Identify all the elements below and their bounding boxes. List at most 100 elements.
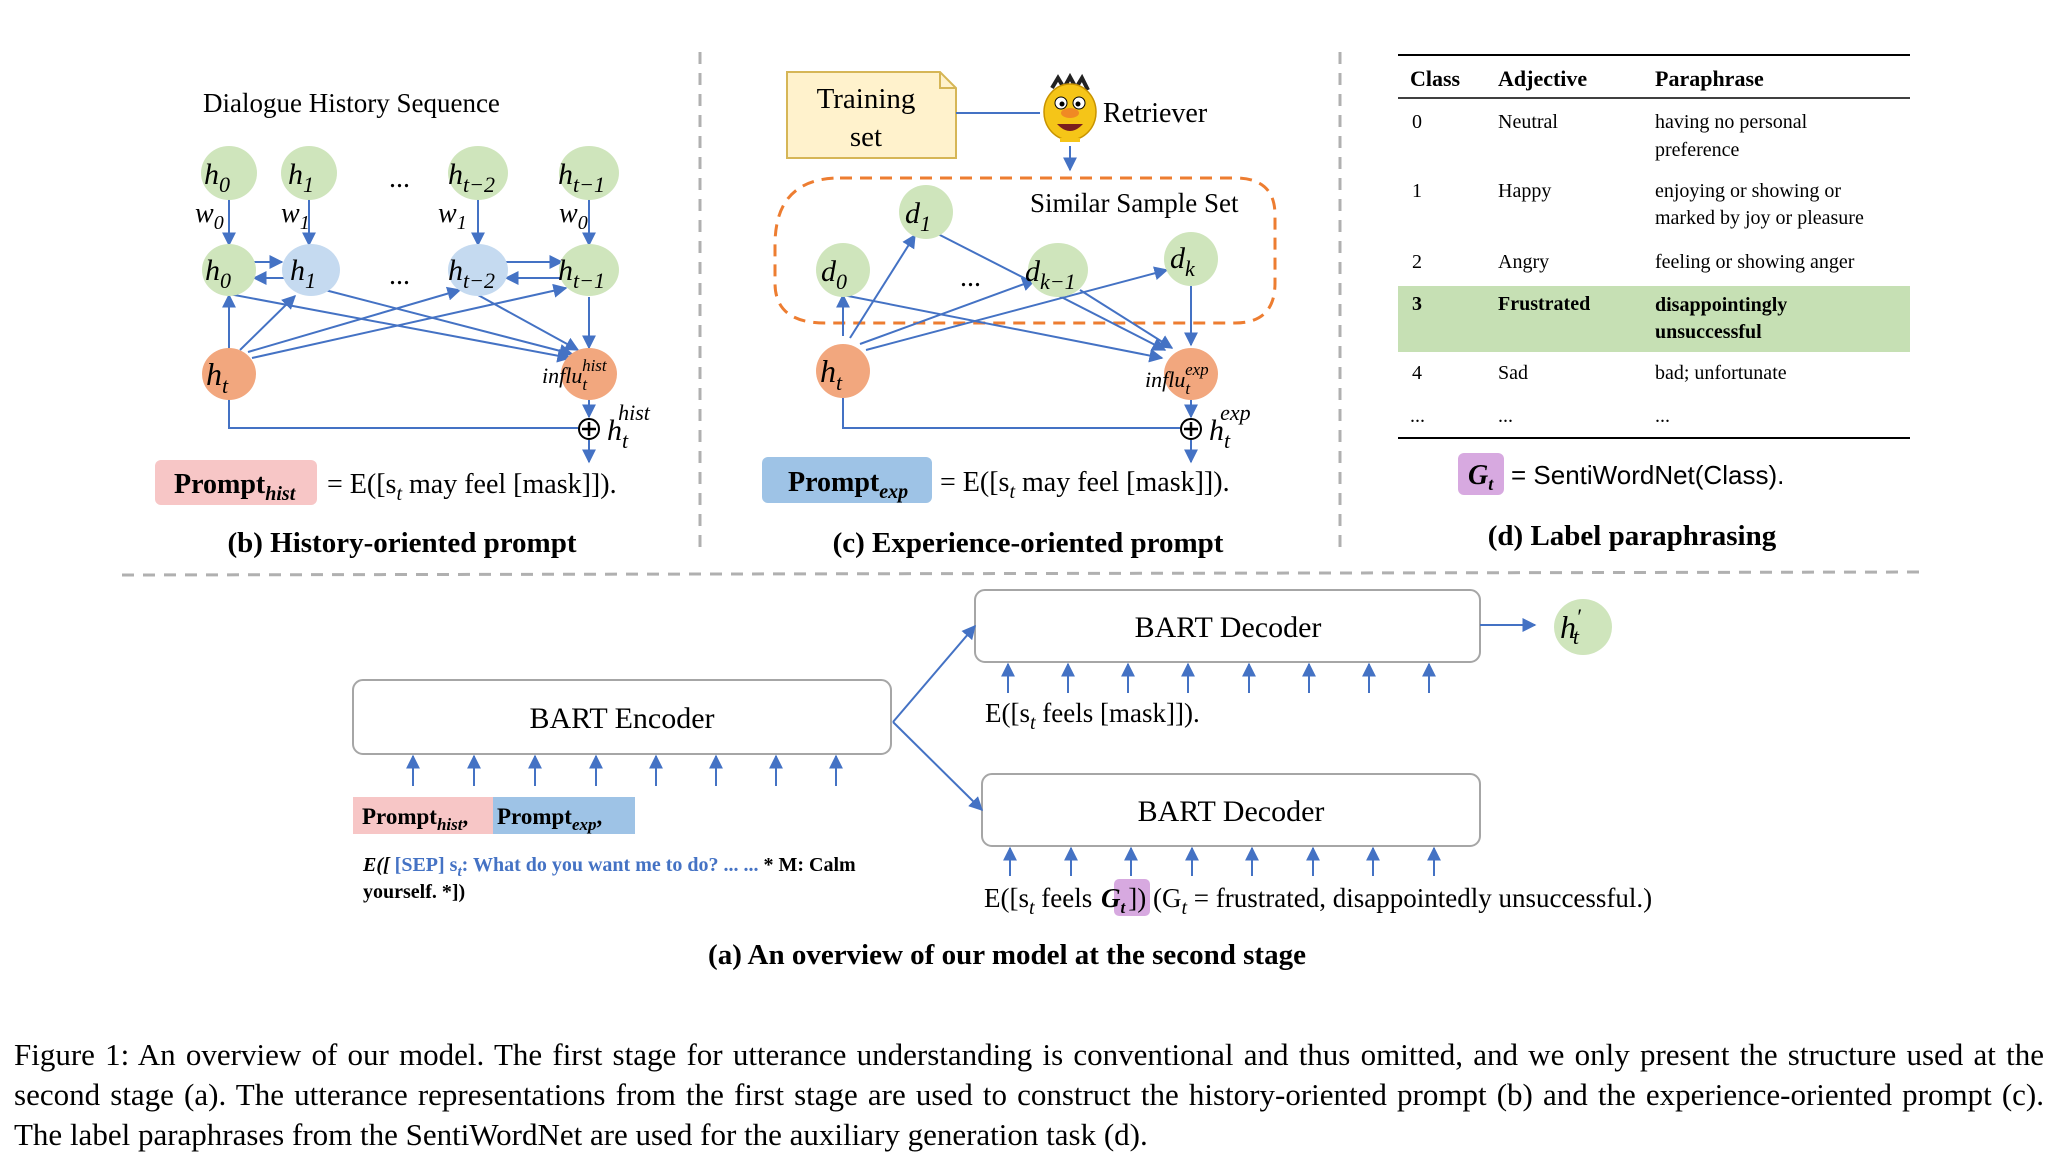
svg-text:w0: w0 (559, 198, 588, 234)
experience-node-d0 (816, 243, 870, 297)
overview-caption: (a) An overview of our model at the seco… (708, 939, 1306, 971)
bart-encoder-box (352, 679, 892, 755)
decoder-top-input: E([st feels [mask]]). (985, 698, 1200, 734)
svg-text:Gt: Gt (1468, 460, 1494, 494)
paraphrase-highlight-row (1398, 286, 1910, 352)
svg-text:ht: ht (206, 356, 229, 398)
experience-node-dk (1164, 232, 1218, 286)
history-prompt-box (155, 460, 317, 505)
svg-text:h1: h1 (288, 158, 314, 197)
history-mid-node-2 (448, 244, 508, 296)
paraphrase-panel: Class Adjective Paraphrase 0 Neutral hav… (1398, 54, 1910, 552)
experience-node-d1 (899, 185, 953, 239)
svg-text:dk: dk (1170, 242, 1196, 281)
svg-text:h0: h0 (204, 158, 230, 197)
svg-text:htexp: htexp (1209, 400, 1251, 453)
experience-panel: Training set Retriever Similar Sample Se… (762, 71, 1277, 559)
svg-text:h0: h0 (205, 254, 231, 293)
overview-panel: BART Encoder BART Decoder BART Decoder (352, 589, 1652, 971)
history-mid-node-3 (559, 244, 619, 296)
prompt-hist-box (353, 797, 493, 834)
training-set-label-1: Training (817, 83, 916, 115)
svg-text:d0: d0 (821, 255, 847, 294)
experience-influ-node (1164, 348, 1218, 400)
encoder-input-line-2: yourself. *]) (363, 881, 465, 903)
history-title: Dialogue History Sequence (203, 88, 500, 118)
svg-text:Angry: Angry (1498, 251, 1549, 273)
paraphrase-caption: (d) Label paraphrasing (1488, 520, 1777, 552)
table-row: 2 (1412, 251, 1422, 273)
divider-top-bottom (121, 570, 1926, 577)
experience-ht-node (816, 344, 870, 398)
svg-text:ht−2: ht−2 (448, 158, 495, 197)
history-caption: (b) History-oriented prompt (227, 527, 576, 559)
svg-text:...: ... (1655, 405, 1670, 427)
history-mid-ellipsis: ... (389, 260, 410, 291)
svg-text:d1: d1 (905, 197, 931, 236)
experience-prompt-equation: = E([st may feel [mask]]). (940, 467, 1230, 503)
svg-text:unsuccessful: unsuccessful (1655, 321, 1762, 343)
history-top-node-2 (448, 146, 508, 200)
bart-encoder-label: BART Encoder (529, 702, 714, 735)
svg-text:having no personal: having no personal (1655, 111, 1808, 133)
experience-ellipsis: ... (960, 262, 981, 293)
table-row: 1 (1412, 180, 1422, 202)
svg-text:marked by joy or pleasure: marked by joy or pleasure (1655, 207, 1864, 229)
history-mid-node-0 (202, 244, 256, 296)
svg-text:...: ... (1498, 405, 1513, 427)
similar-sample-region (773, 176, 1277, 325)
svg-text:Frustrated: Frustrated (1498, 293, 1590, 315)
svg-text:ht: ht (820, 353, 843, 395)
history-influ-node (561, 348, 617, 400)
table-row: 0 (1412, 111, 1422, 133)
prompt-exp-box (493, 797, 635, 834)
svg-text:influthist: influthist (542, 356, 608, 394)
bart-decoder-top-label: BART Decoder (1135, 611, 1322, 644)
output-node (1554, 599, 1612, 655)
svg-text:ht−1: ht−1 (558, 158, 605, 197)
svg-text:Prompthist: Prompthist (174, 469, 297, 505)
decoder-g-box (1114, 879, 1150, 916)
svg-text:enjoying or showing or: enjoying or showing or (1655, 180, 1841, 202)
g-label-box (1458, 453, 1504, 495)
svg-text:preference: preference (1655, 139, 1739, 161)
g-equation: = SentiWordNet(Class). (1511, 460, 1784, 490)
training-set-icon (786, 71, 957, 159)
history-top-node-3 (559, 146, 619, 200)
similar-sample-label: Similar Sample Set (1030, 188, 1239, 218)
svg-text:influtexp: influtexp (1145, 360, 1209, 398)
paraphrase-header-paraphrase: Paraphrase (1655, 66, 1764, 91)
history-top-ellipsis: ... (389, 163, 410, 194)
figure-caption: Figure 1: An overview of our model. The … (14, 1037, 2044, 1152)
history-ht-node (202, 348, 256, 400)
table-row: 4 (1412, 362, 1422, 384)
svg-text:h′t: h′t (1560, 604, 1582, 649)
bart-decoder-bottom-label: BART Decoder (1138, 795, 1325, 828)
svg-text:ht−1: ht−1 (558, 254, 605, 293)
svg-text:dk−1: dk−1 (1025, 255, 1076, 294)
svg-text:feeling or showing anger: feeling or showing anger (1655, 251, 1855, 273)
svg-text:disappointingly: disappointingly (1655, 294, 1787, 316)
svg-text:w0: w0 (195, 198, 224, 234)
history-panel: Dialogue History Sequence (155, 88, 651, 559)
history-top-node-1 (281, 146, 337, 200)
svg-text:Prompthist,: Prompthist, (362, 804, 468, 834)
experience-caption: (c) Experience-oriented prompt (833, 527, 1224, 559)
svg-text:ht−2: ht−2 (448, 254, 495, 293)
table-row: ... (1410, 405, 1425, 427)
history-top-node-0 (201, 146, 257, 200)
training-set-label-2: set (850, 121, 882, 153)
svg-text:bad; unfortunate: bad; unfortunate (1655, 362, 1787, 384)
svg-text:Neutral: Neutral (1498, 111, 1558, 133)
svg-text:Sad: Sad (1498, 362, 1528, 384)
paraphrase-header-adjective: Adjective (1498, 66, 1587, 91)
table-row: 3 (1412, 293, 1422, 315)
experience-node-dk-1 (1028, 243, 1088, 297)
svg-text:w1: w1 (281, 198, 310, 234)
svg-text:h1: h1 (290, 254, 316, 293)
svg-text:hthist: hthist (607, 400, 651, 453)
svg-text:Happy: Happy (1498, 180, 1551, 202)
history-prompt-equation: = E([st may feel [mask]]). (327, 469, 617, 505)
svg-text:Promptexp,: Promptexp, (497, 804, 602, 834)
